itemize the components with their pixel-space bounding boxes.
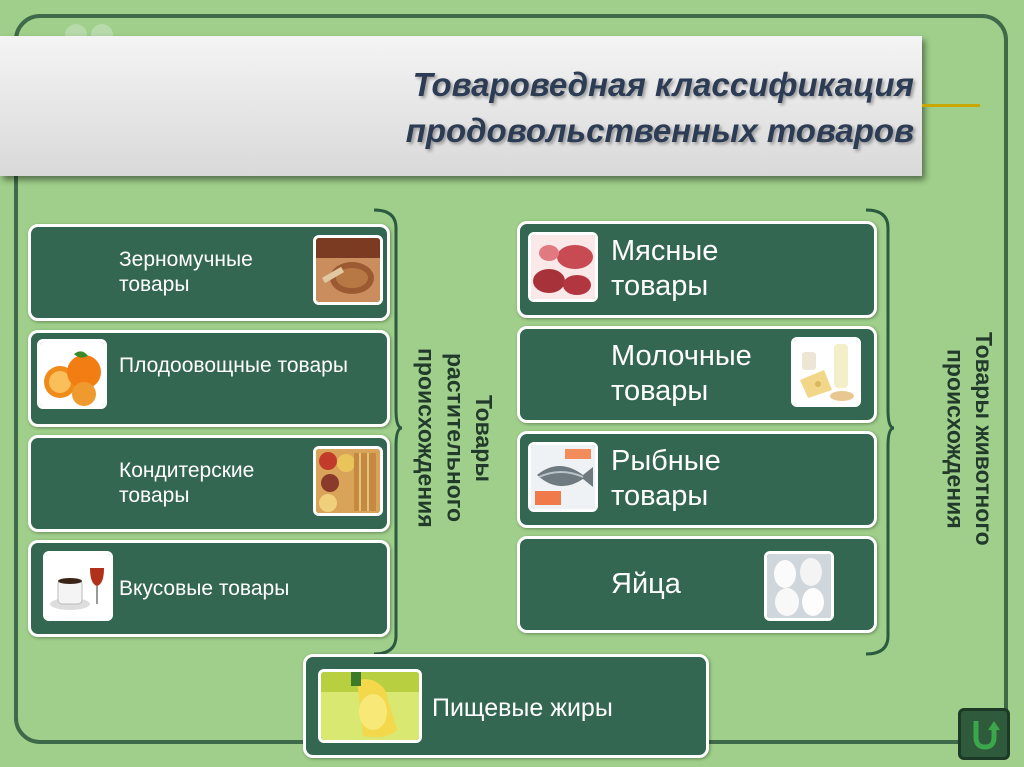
plant-origin-label: Товары растительного происхождения xyxy=(413,348,498,528)
grain-image xyxy=(313,235,383,305)
card-label: Пищевые жиры xyxy=(432,694,613,722)
animal-origin-label: Товары животного происхождения xyxy=(942,332,997,546)
back-navigation-button[interactable] xyxy=(958,708,1010,760)
card-meat-products[interactable]: Мясные товары xyxy=(517,221,877,318)
plant-group-bracket xyxy=(373,208,403,656)
card-fruit-vegetable-products[interactable]: Плодоовощные товары xyxy=(28,330,390,427)
card-eggs[interactable]: Яйца xyxy=(517,536,877,633)
card-label: Яйца xyxy=(611,568,681,600)
title-line-2: продовольственных товаров xyxy=(405,112,914,149)
card-label: Вкусовые товары xyxy=(119,577,290,600)
card-label: Мясные товары xyxy=(611,235,719,302)
coffee-wine-image xyxy=(43,551,113,621)
confectionery-image xyxy=(313,446,383,516)
dairy-image xyxy=(791,337,861,407)
card-label: Плодоовощные товары xyxy=(119,354,348,377)
card-label: Рыбные товары xyxy=(611,445,721,512)
oil-image xyxy=(318,669,422,743)
card-label: Молочные товары xyxy=(611,340,752,407)
fish-image xyxy=(528,442,598,512)
page-title: Товароведная классификация продовольстве… xyxy=(250,62,914,154)
title-accent-line xyxy=(922,104,980,107)
card-confectionery-products[interactable]: Кондитерские товары xyxy=(28,435,390,532)
animal-group-bracket xyxy=(865,208,895,656)
meat-image xyxy=(528,232,598,302)
card-dairy-products[interactable]: Молочные товары xyxy=(517,326,877,423)
oranges-image xyxy=(37,339,107,409)
card-grain-products[interactable]: Зерномучные товары xyxy=(28,224,390,321)
card-edible-fats[interactable]: Пищевые жиры xyxy=(303,654,709,758)
title-band xyxy=(0,36,922,176)
title-line-1: Товароведная классификация xyxy=(412,66,914,103)
card-fish-products[interactable]: Рыбные товары xyxy=(517,431,877,528)
card-label: Кондитерские товары xyxy=(119,459,255,508)
card-flavor-products[interactable]: Вкусовые товары xyxy=(28,540,390,637)
return-arrow-icon xyxy=(973,721,1000,750)
eggs-image xyxy=(764,551,834,621)
card-label: Зерномучные товары xyxy=(119,248,253,297)
